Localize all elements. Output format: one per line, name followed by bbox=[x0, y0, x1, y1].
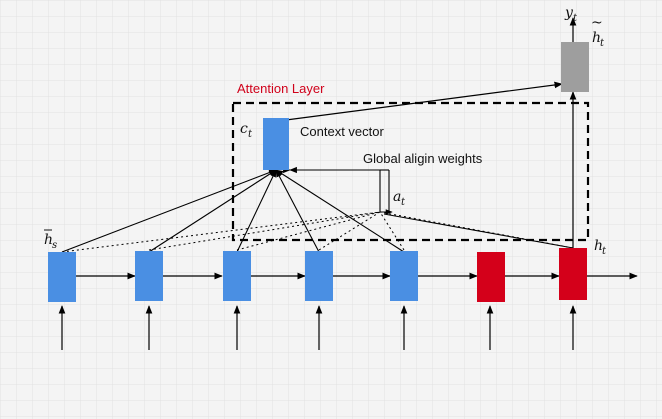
h-tilde-t-label: ~ h t bbox=[591, 15, 605, 49]
context-vector-label: Context vector bbox=[300, 124, 384, 139]
encoder-node-3 bbox=[223, 251, 251, 301]
svg-text:t: t bbox=[573, 13, 578, 24]
svg-text:s: s bbox=[52, 240, 57, 251]
a-t-label: a t bbox=[393, 189, 406, 208]
encoder-node-5 bbox=[390, 251, 418, 301]
h-t-to-attention bbox=[383, 213, 574, 249]
global-align-weights-label: Global aligin weights bbox=[363, 151, 483, 166]
context-vector-node bbox=[263, 118, 289, 170]
svg-text:y: y bbox=[564, 5, 574, 21]
svg-text:t: t bbox=[600, 38, 605, 49]
svg-text:h: h bbox=[44, 232, 53, 248]
svg-text:t: t bbox=[248, 129, 253, 140]
decoder-node-2 bbox=[559, 248, 587, 300]
context-lines bbox=[61, 169, 405, 253]
svg-text:t: t bbox=[401, 197, 406, 208]
attention-layer-label: Attention Layer bbox=[237, 81, 325, 96]
output-hidden-node bbox=[561, 42, 589, 92]
alignment-score-lines bbox=[61, 211, 574, 253]
encoder-node-4 bbox=[305, 251, 333, 301]
c-t-label: c t bbox=[240, 121, 253, 140]
decoder-node-1 bbox=[477, 252, 505, 302]
svg-text:h: h bbox=[592, 30, 601, 46]
svg-text:~: ~ bbox=[591, 15, 603, 31]
svg-text:t: t bbox=[602, 246, 607, 257]
svg-text:c: c bbox=[240, 121, 248, 137]
encoder-node-1 bbox=[48, 252, 76, 302]
svg-text:h: h bbox=[594, 238, 603, 254]
attention-layer-box bbox=[231, 101, 590, 242]
h-s-bar-label: h s bbox=[44, 229, 57, 251]
y-t-label: y t bbox=[564, 5, 578, 24]
h-t-label: h t bbox=[594, 238, 607, 257]
svg-text:a: a bbox=[393, 189, 401, 205]
encoder-node-2 bbox=[135, 251, 163, 301]
input-arrows bbox=[58, 305, 577, 350]
context-to-output-arrow bbox=[285, 81, 563, 121]
